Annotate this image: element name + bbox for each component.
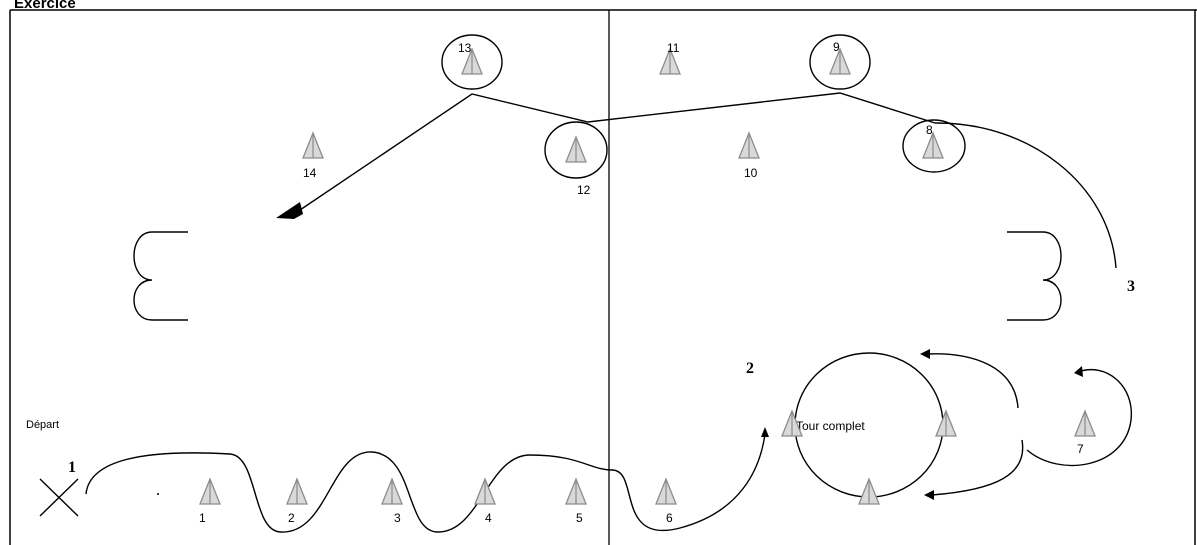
cone-label-12: 12 <box>577 183 591 197</box>
cone-label-13: 13 <box>458 41 472 55</box>
slalom-arrowhead <box>761 427 769 437</box>
cone-13-circle <box>441 34 503 90</box>
cone-label-9: 9 <box>833 40 840 54</box>
cone-label-8: 8 <box>926 123 933 137</box>
final-arrowhead <box>276 202 303 219</box>
cone-icon <box>1074 409 1096 437</box>
header-text: Exercice <box>14 0 76 12</box>
cone-label-6: 6 <box>666 511 673 525</box>
cone-9-circle <box>809 34 871 90</box>
cone-icon <box>199 477 221 505</box>
cone-label-7: 7 <box>1077 442 1084 456</box>
cone7-loop-arrowhead <box>1074 366 1083 377</box>
cone-icon <box>302 131 324 159</box>
cone-icon <box>781 409 803 437</box>
cone-icon <box>286 477 308 505</box>
loop-path-lower <box>931 439 1024 496</box>
cone-label-2: 2 <box>288 511 295 525</box>
loop-arrowhead-lower <box>924 490 934 500</box>
cone-icon <box>565 135 587 163</box>
cone-icon <box>858 477 880 505</box>
marker-dot <box>157 493 159 495</box>
goal-right-icon <box>1007 231 1062 321</box>
cone-12-circle <box>544 121 608 179</box>
cone-label-1: 1 <box>199 511 206 525</box>
upper-route-entry <box>934 122 1117 269</box>
cone-icon <box>922 131 944 159</box>
start-cross-icon <box>39 478 79 517</box>
cone-icon <box>738 131 760 159</box>
cone-icon <box>659 47 681 75</box>
cone-icon <box>474 477 496 505</box>
cone-label-4: 4 <box>485 511 492 525</box>
goal-left-icon <box>133 231 188 321</box>
step-number-2: 2 <box>746 360 754 377</box>
step-number-3: 3 <box>1127 278 1135 295</box>
cone-icon <box>461 47 483 75</box>
loop-path-upper <box>926 353 1019 409</box>
step-number-1: 1 <box>68 459 76 476</box>
cone-label-5: 5 <box>576 511 583 525</box>
cone-label-14: 14 <box>303 166 317 180</box>
slalom-path <box>85 433 766 533</box>
cone-8-circle <box>902 119 966 173</box>
cone-icon <box>935 409 957 437</box>
cone-icon <box>829 47 851 75</box>
cone-label-3: 3 <box>394 511 401 525</box>
cone-label-10: 10 <box>744 166 758 180</box>
cone7-loop-path <box>1026 368 1132 467</box>
upper-route-line <box>299 92 936 211</box>
cone-icon <box>565 477 587 505</box>
cone-icon <box>655 477 677 505</box>
loop-arrowhead-upper <box>920 349 930 359</box>
cone-icon <box>381 477 403 505</box>
start-label: Départ <box>26 419 59 431</box>
cone-label-11: 11 <box>667 41 680 55</box>
circle-label: Tour complet <box>796 419 865 433</box>
